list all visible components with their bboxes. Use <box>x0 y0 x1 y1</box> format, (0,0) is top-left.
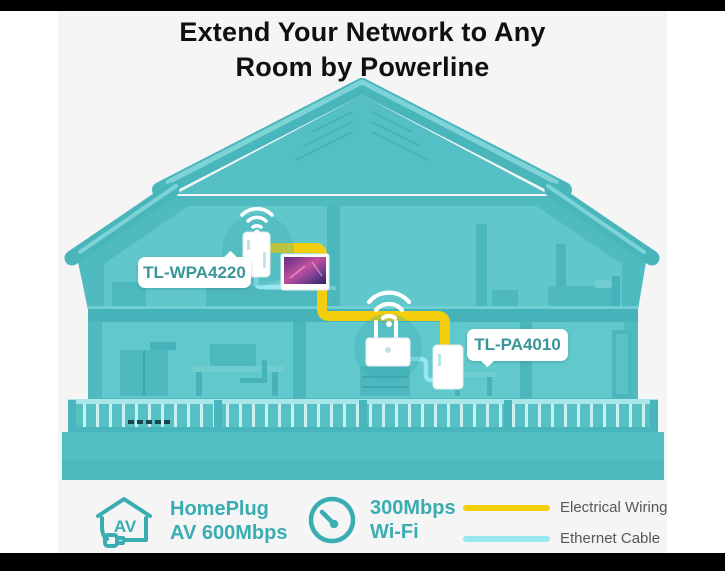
feature-wifi-label: 300Mbps Wi-Fi <box>370 497 456 543</box>
page-title-line-2: Room by Powerline <box>235 52 490 82</box>
bottom-letterbox-bar <box>0 553 725 571</box>
ethernet-cable-attic <box>253 271 289 290</box>
page-title: Extend Your Network to Any Room by Power… <box>0 15 725 85</box>
roof <box>64 78 660 266</box>
feature-wifi-speed: 300Mbps Wi-Fi <box>306 494 456 546</box>
homeplug-av-icon: AV <box>96 497 152 548</box>
legend-ethernet-label: Ethernet Cable <box>560 530 661 547</box>
label-bubble-wpa4220: TL-WPA4220 <box>138 257 251 288</box>
porch-vent <box>128 420 170 424</box>
feature-homeplug: AV HomePlug AV 600Mbps <box>92 492 287 550</box>
label-pa4010-text: TL-PA4010 <box>474 335 561 354</box>
legend-item-electrical: Electrical Wiring <box>463 499 668 516</box>
homeplug-av-badge: AV <box>114 517 137 536</box>
wifi-signal-icon <box>366 290 412 321</box>
speedometer-icon <box>308 496 356 544</box>
porch-and-base <box>62 399 664 480</box>
legend-ethernet-swatch <box>463 535 550 542</box>
top-letterbox-bar <box>0 0 725 11</box>
wifi-signal-icon <box>240 206 274 229</box>
wifi-router-device <box>365 320 411 367</box>
legend-item-ethernet: Ethernet Cable <box>463 530 660 547</box>
ethernet-cable-living <box>404 356 450 383</box>
label-wpa4220-text: TL-WPA4220 <box>143 262 246 282</box>
electrical-wiring-cable <box>264 243 450 355</box>
page-title-line-1: Extend Your Network to Any <box>179 17 546 47</box>
tv <box>280 253 330 291</box>
feature-homeplug-label: HomePlug AV 600Mbps <box>170 498 288 544</box>
legend-electrical-label: Electrical Wiring <box>560 499 668 516</box>
legend-electrical-swatch <box>463 504 550 511</box>
powerline-adapter-device <box>432 344 464 390</box>
label-bubble-pa4010: TL-PA4010 <box>467 329 568 361</box>
